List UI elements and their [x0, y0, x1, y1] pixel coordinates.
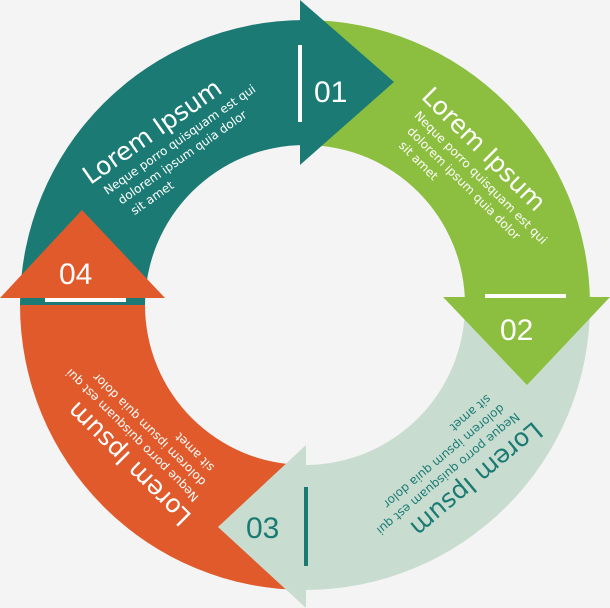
arrow-1-right: [300, 0, 394, 165]
step-number-04: 04: [59, 258, 92, 291]
arrow-2-down: [443, 297, 610, 385]
step-number-03: 03: [246, 512, 279, 545]
step-number-02: 02: [500, 314, 533, 347]
arrow-3-left: [218, 445, 306, 608]
step-number-01: 01: [314, 76, 347, 109]
arrow-4-up: [0, 210, 165, 298]
